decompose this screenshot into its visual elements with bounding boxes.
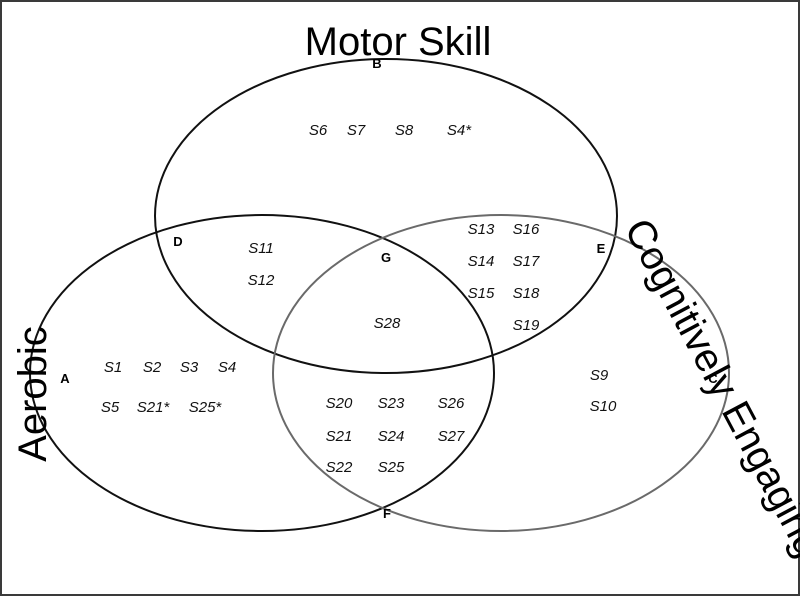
- study-label: S7: [347, 122, 366, 139]
- set-title-aerobic: Aerobic: [11, 326, 55, 462]
- study-label: S25*: [189, 399, 223, 416]
- study-label: S28: [374, 315, 401, 332]
- study-label: S22: [326, 459, 353, 476]
- study-label: S16: [513, 221, 540, 238]
- region-label-g: G: [381, 250, 391, 265]
- study-label: S17: [513, 253, 540, 270]
- study-label: S4: [218, 359, 236, 376]
- study-label: S2: [143, 359, 162, 376]
- study-label: S8: [395, 122, 414, 139]
- region-label-c: C: [708, 371, 718, 386]
- region-label-d: D: [173, 234, 182, 249]
- aerobic-circle: [29, 214, 495, 532]
- study-label: S11: [248, 240, 274, 257]
- motor-skill-circle: [154, 58, 618, 374]
- study-label: S6: [309, 122, 328, 139]
- study-label: S15: [468, 285, 495, 302]
- study-label: S9: [590, 367, 609, 384]
- study-label: S13: [468, 221, 495, 238]
- study-label: S18: [513, 285, 540, 302]
- study-label: S4*: [447, 122, 472, 139]
- study-label: S24: [378, 428, 405, 445]
- set-title-motor-skill: Motor Skill: [305, 20, 492, 64]
- study-label: S25: [378, 459, 405, 476]
- study-label: S26: [438, 395, 465, 412]
- study-label: S1: [104, 359, 122, 376]
- study-label: S10: [590, 398, 617, 415]
- study-label: S19: [513, 317, 540, 334]
- study-label: S21*: [137, 399, 171, 416]
- region-label-f: F: [383, 506, 391, 521]
- study-label: S5: [101, 399, 120, 416]
- study-label: S27: [438, 428, 465, 445]
- study-label: S12: [248, 272, 275, 289]
- study-label: S21: [326, 428, 353, 445]
- study-label: S20: [326, 395, 353, 412]
- cognitively-engaging-circle: [272, 214, 730, 532]
- study-label: S3: [180, 359, 199, 376]
- region-label-e: E: [597, 241, 606, 256]
- region-label-b: B: [372, 56, 381, 71]
- study-label: S14: [468, 253, 495, 270]
- region-label-a: A: [60, 371, 70, 386]
- study-label: S23: [378, 395, 405, 412]
